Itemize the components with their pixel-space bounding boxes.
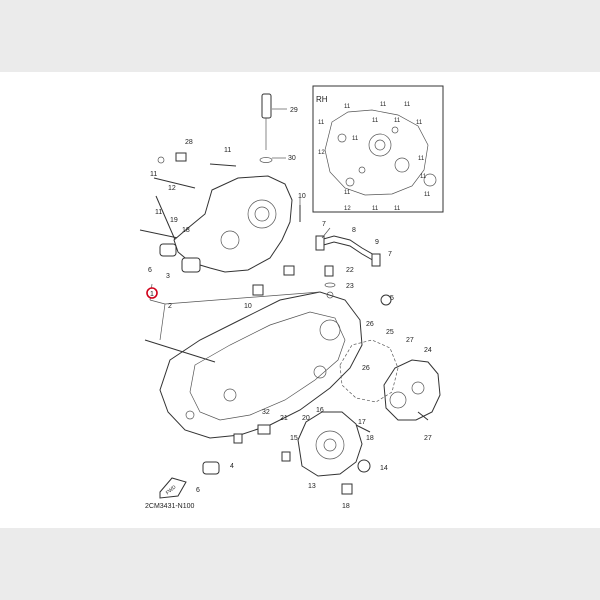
callout-28: 28 <box>185 139 193 146</box>
callout-5: 5 <box>390 295 394 302</box>
callout-22: 22 <box>346 267 354 274</box>
callout-27a: 27 <box>406 337 414 344</box>
diagram-card: RH <box>0 72 600 528</box>
callout-27b: 27 <box>424 435 432 442</box>
callout-4: 4 <box>230 463 234 470</box>
clutch-cover <box>297 411 371 495</box>
inset-callout-11b: 11 <box>380 102 387 108</box>
exploded-parts-diagram: RH <box>139 85 444 510</box>
bolts-top-left <box>139 152 301 243</box>
callout-19a: 19 <box>170 217 178 224</box>
callout-7a: 7 <box>322 221 326 228</box>
inset-label: RH <box>316 95 328 104</box>
inset-callout-11f: 11 <box>394 118 401 124</box>
inset-callout-11d: 11 <box>318 120 325 126</box>
inset-callout-11l: 11 <box>372 206 379 212</box>
callout-21: 21 <box>280 415 288 422</box>
inset-callout-11c: 11 <box>404 102 411 108</box>
callout-11b: 11 <box>150 171 157 178</box>
callout-32: 32 <box>262 409 270 416</box>
callout-7b: 7 <box>388 251 392 258</box>
inset-callout-11j: 11 <box>420 174 427 180</box>
callout-23: 23 <box>346 283 354 290</box>
inset-callout-11m: 11 <box>394 206 401 212</box>
callout-25: 25 <box>386 329 394 336</box>
highlight-callout-text: 1 <box>150 291 154 298</box>
inset-callout-11h: 11 <box>352 136 359 142</box>
fwd-arrow-icon: FWD <box>159 477 187 499</box>
inset-callout-11g: 11 <box>416 120 423 126</box>
small-parts-lower <box>202 411 429 475</box>
callout-18c: 18 <box>342 503 350 510</box>
callout-6b: 6 <box>196 487 200 494</box>
callout-9: 9 <box>375 239 379 246</box>
hose-assembly <box>315 235 381 288</box>
callout-30: 30 <box>288 155 296 162</box>
callout-24: 24 <box>424 347 432 354</box>
callout-10b: 10 <box>244 303 252 310</box>
gear-cover <box>380 294 441 421</box>
inset-callout-11i: 11 <box>418 156 425 162</box>
inset-callout-11a: 11 <box>344 104 351 110</box>
inset-callout-12b: 12 <box>344 206 351 212</box>
callout-20: 20 <box>302 415 310 422</box>
callout-12a: 12 <box>168 185 176 192</box>
callout-15: 15 <box>290 435 298 442</box>
crankcase-rear <box>159 175 295 296</box>
callout-numbers: 29 30 28 11 12 11 10 11 19 18 6 3 2 10 7… <box>148 107 432 510</box>
inset-callout-11e: 11 <box>372 118 379 124</box>
inset-callout-11n: 11 <box>424 192 431 198</box>
callout-29: 29 <box>290 107 298 114</box>
callout-26b: 26 <box>362 365 370 372</box>
callout-26a: 26 <box>366 321 374 328</box>
gasket <box>339 339 399 403</box>
drawing-code: 2CM3431-N100 <box>145 503 195 510</box>
callout-8: 8 <box>352 227 356 234</box>
inset-callout-12a: 12 <box>318 150 325 156</box>
callout-10a: 10 <box>298 193 306 200</box>
highlight-callout: 1 <box>146 287 158 299</box>
crankcase-main <box>159 291 363 439</box>
callout-13: 13 <box>308 483 316 490</box>
inset-callout-11k: 11 <box>344 190 351 196</box>
callout-16: 16 <box>316 407 324 414</box>
oring-part <box>259 157 286 163</box>
callout-18b: 18 <box>366 435 374 442</box>
long-stud <box>144 339 216 363</box>
rh-inset: RH <box>312 85 444 213</box>
callout-2: 2 <box>168 303 172 310</box>
callout-11a: 11 <box>224 147 231 154</box>
callout-14: 14 <box>380 465 388 472</box>
callout-11c: 11 <box>155 209 162 216</box>
inset-callout-numbers: 11 11 11 11 11 11 11 11 11 11 11 12 12 1… <box>318 102 431 212</box>
callout-18a: 18 <box>182 227 190 234</box>
callout-3: 3 <box>166 273 170 280</box>
callout-6a: 6 <box>148 267 152 274</box>
dipstick-part <box>261 93 287 150</box>
callout-17: 17 <box>358 419 366 426</box>
